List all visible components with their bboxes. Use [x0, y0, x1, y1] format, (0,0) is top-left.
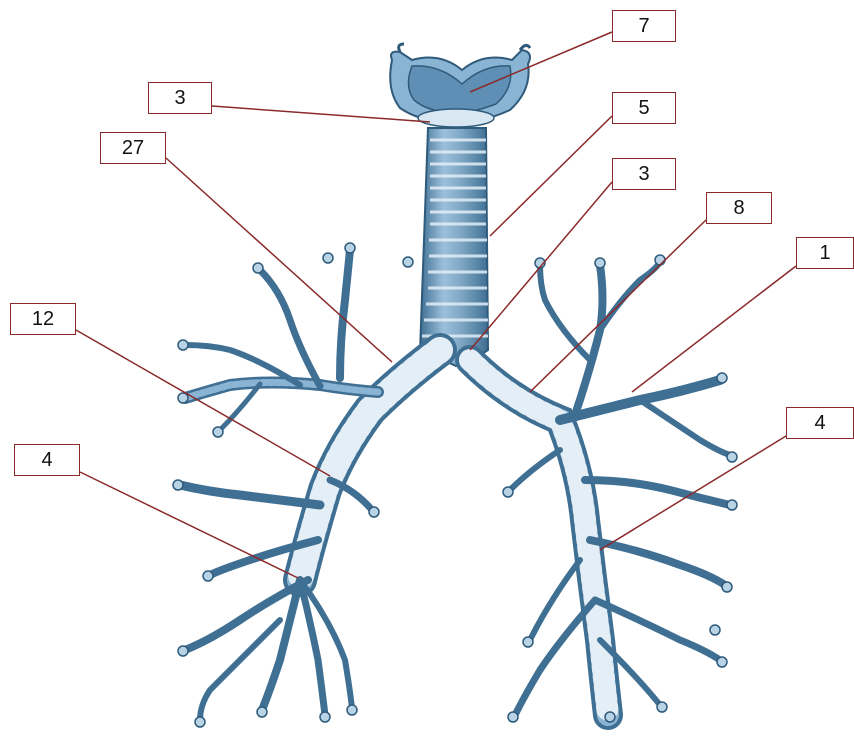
label-left-upper-branch: 1 — [796, 237, 854, 269]
trachea — [420, 128, 488, 366]
label-cricoid: 3 — [148, 82, 212, 114]
label-trachea: 5 — [612, 92, 676, 124]
larynx — [390, 44, 530, 127]
label-carina: 3 — [612, 158, 676, 190]
label-left-lower-branch: 4 — [786, 407, 854, 439]
label-larynx: 7 — [612, 10, 676, 42]
label-left-main-bronchus: 8 — [706, 192, 772, 224]
label-right-lower-branch: 4 — [14, 444, 80, 476]
label-upper-right-bronchiole: 27 — [100, 132, 166, 164]
label-right-main-bronchus: 12 — [10, 303, 76, 335]
right-bronchial-tree — [180, 250, 440, 720]
